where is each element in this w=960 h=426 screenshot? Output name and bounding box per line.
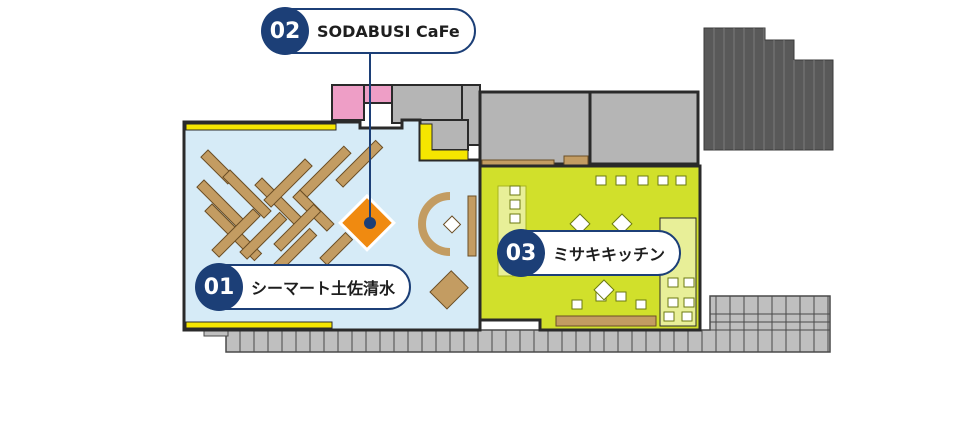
kitchen-chair bbox=[615, 175, 627, 186]
kitchen-chair bbox=[663, 311, 675, 322]
area-name: シーマート土佐清水 bbox=[251, 279, 396, 298]
kitchen-chair bbox=[667, 277, 679, 288]
kitchen-chair bbox=[675, 175, 687, 186]
kitchen-chair bbox=[571, 299, 583, 310]
kitchen-chair bbox=[615, 291, 627, 302]
area-name: SODABUSI CaFe bbox=[317, 21, 460, 41]
area-name: ミサキキッチン bbox=[553, 245, 666, 264]
walkway-deck bbox=[203, 295, 831, 353]
kitchen-chair bbox=[509, 213, 521, 224]
outer-building bbox=[703, 27, 834, 151]
kitchen-chair bbox=[683, 277, 695, 288]
kitchen-chair bbox=[595, 175, 607, 186]
kitchen-tables bbox=[509, 175, 695, 322]
kitchen-chair bbox=[635, 299, 647, 310]
area-number-badge: 02 bbox=[261, 7, 309, 55]
area-label-02[interactable]: 02 SODABUSI CaFe bbox=[261, 7, 476, 55]
kitchen-chair bbox=[683, 297, 695, 308]
kitchen-chair bbox=[509, 199, 521, 210]
storage-rooms bbox=[478, 90, 700, 169]
kitchen-chair bbox=[637, 175, 649, 186]
area-number-badge: 01 bbox=[195, 263, 243, 311]
round-table bbox=[418, 192, 462, 256]
kitchen-chair bbox=[657, 175, 669, 186]
area-label-01[interactable]: 01 シーマート土佐清水 bbox=[195, 263, 412, 311]
area-label-03[interactable]: 03 ミサキキッチン bbox=[497, 229, 682, 277]
kitchen-chair bbox=[667, 297, 679, 308]
kitchen-chair bbox=[509, 185, 521, 196]
cafe-furniture bbox=[196, 139, 477, 310]
kitchen-chair bbox=[681, 311, 693, 322]
area-number-badge: 03 bbox=[497, 229, 545, 277]
